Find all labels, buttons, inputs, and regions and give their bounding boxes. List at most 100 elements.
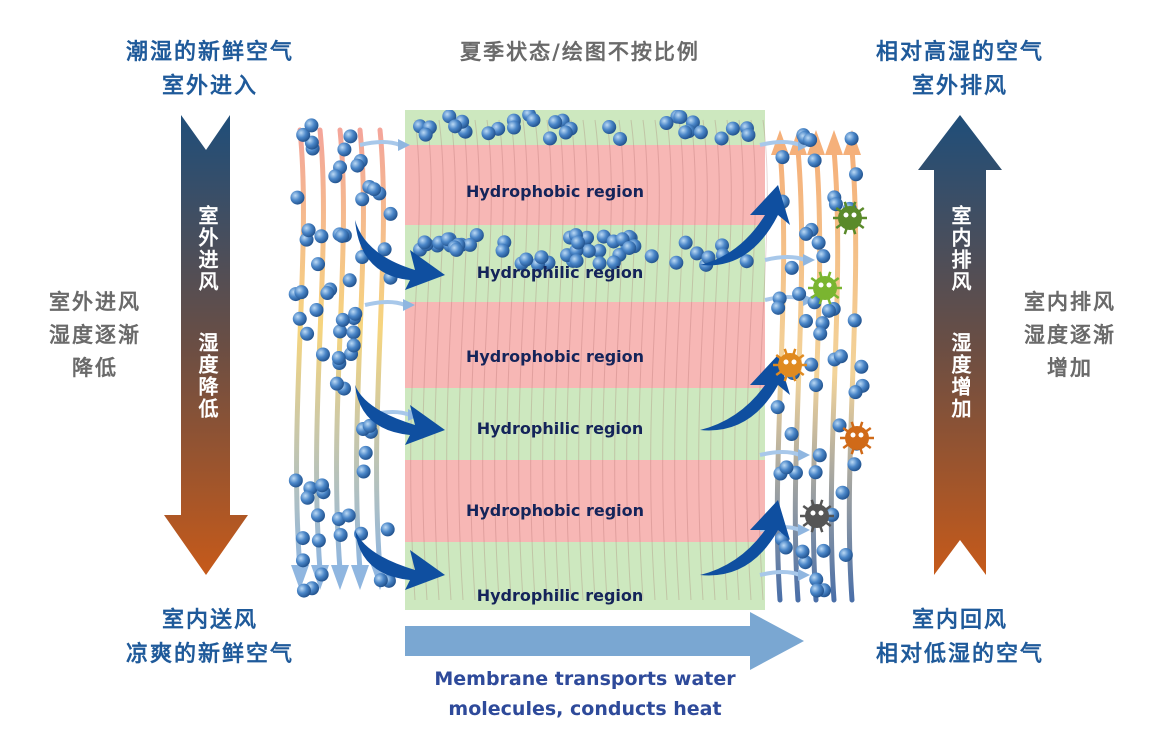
water-molecule — [315, 347, 330, 362]
water-molecule — [558, 125, 573, 140]
water-molecule — [669, 255, 684, 270]
microbe-icon — [773, 348, 807, 382]
microbe-icon — [808, 271, 842, 305]
fiber-line — [710, 119, 720, 601]
outflow-arrow — [700, 355, 790, 431]
water-molecule — [838, 547, 853, 562]
fiber-line — [614, 119, 624, 601]
transfer-arrow — [764, 255, 806, 262]
microbe-eye — [818, 282, 824, 288]
hydrophilic-band — [405, 388, 765, 474]
transfer-arrow — [759, 570, 801, 577]
microbe-eye — [818, 510, 824, 516]
indoor-return-title: 室内回风 相对低湿的空气 — [840, 604, 1080, 672]
water-molecule — [296, 583, 311, 598]
stream-arrowhead — [291, 565, 309, 590]
water-molecule — [792, 286, 807, 301]
water-molecule — [335, 312, 350, 327]
fiber-line — [758, 119, 768, 601]
transfer-arrowhead — [403, 299, 415, 311]
stream-arrowhead — [331, 565, 349, 590]
transfer-arrow — [759, 450, 801, 457]
fiber-line — [458, 119, 468, 601]
transfer-arrowhead — [798, 524, 810, 536]
water-molecule — [828, 197, 843, 212]
fiber-line — [650, 119, 660, 601]
water-molecule — [807, 295, 822, 310]
right-side-note: 室内排风 湿度逐渐 增加 — [1005, 286, 1135, 385]
fiber-line — [470, 119, 480, 601]
fiber-line — [578, 119, 588, 601]
water-molecule — [821, 303, 836, 318]
water-molecules — [288, 110, 870, 598]
water-molecule — [809, 378, 824, 393]
fiber-line — [518, 119, 528, 601]
fiber-line — [446, 119, 456, 601]
water-molecule — [448, 119, 463, 134]
transfer-arrowhead — [398, 139, 410, 151]
water-molecule — [311, 533, 326, 548]
water-molecule — [775, 150, 790, 165]
water-molecule — [380, 522, 395, 537]
fiber-line — [434, 119, 444, 601]
water-molecule — [784, 260, 799, 275]
region-label-hydrophobic-2: Hydrophobic region — [466, 347, 644, 366]
water-molecule — [784, 427, 799, 442]
water-molecule — [301, 223, 316, 238]
outdoor-intake-title: 潮湿的新鲜空气 室外进入 — [90, 36, 330, 104]
water-molecule — [328, 169, 343, 184]
outdoor-exhaust-line2: 室外排风 — [911, 74, 1008, 99]
microbe-body — [838, 206, 862, 230]
supply-stream — [334, 127, 346, 573]
hydrophobic-band — [405, 302, 765, 401]
water-molecule — [314, 229, 329, 244]
fiber-line — [590, 119, 600, 601]
microbe-body — [813, 276, 837, 300]
water-molecule — [290, 190, 305, 205]
microbe-eye — [858, 432, 864, 438]
water-molecule — [701, 250, 716, 265]
left-side-line3: 降低 — [72, 356, 118, 380]
water-molecule — [506, 120, 521, 135]
microbe-eye — [843, 212, 849, 218]
fiber-line — [602, 119, 612, 601]
water-molecule — [673, 110, 688, 125]
water-molecule — [811, 235, 826, 250]
microbe-icon — [800, 499, 834, 533]
microbe-eye — [783, 359, 789, 365]
microbe-body — [845, 426, 869, 450]
inflow-arrow — [355, 530, 445, 590]
transfer-arrowhead — [798, 449, 810, 461]
water-molecule — [847, 313, 862, 328]
transfer-arrow — [364, 300, 406, 307]
water-molecule — [678, 125, 693, 140]
water-molecule — [849, 167, 864, 182]
water-molecule — [333, 324, 348, 339]
water-molecule — [311, 257, 326, 272]
water-molecule — [288, 473, 303, 488]
water-molecule — [847, 457, 862, 472]
fiber-line — [530, 119, 540, 601]
diagram-note: 夏季状态/绘图不按比例 — [460, 40, 700, 64]
water-molecule — [778, 540, 793, 555]
fiber-line — [662, 119, 672, 601]
water-molecule — [519, 252, 534, 267]
outdoor-exhaust-title: 相对高湿的空气 室外排风 — [840, 36, 1080, 104]
region-label-hydrophobic-3: Hydrophobic region — [466, 501, 644, 520]
microbe-eye — [791, 359, 797, 365]
water-molecule — [592, 256, 607, 271]
fiber-line — [746, 119, 756, 601]
stream-arrowhead — [351, 565, 369, 590]
microbe-body — [778, 353, 802, 377]
water-molecule — [449, 242, 464, 257]
indoor-return-line2: 相对低湿的空气 — [875, 642, 1044, 667]
right-side-line3: 增加 — [1047, 356, 1093, 380]
water-molecule — [693, 125, 708, 140]
indoor-supply-line1: 室内送风 — [161, 608, 258, 633]
water-molecule — [300, 490, 315, 505]
water-molecule — [770, 400, 785, 415]
water-molecule — [315, 478, 330, 493]
fiber-line — [494, 119, 504, 601]
microbe-icon — [833, 201, 867, 235]
transfer-arrow — [759, 140, 801, 147]
